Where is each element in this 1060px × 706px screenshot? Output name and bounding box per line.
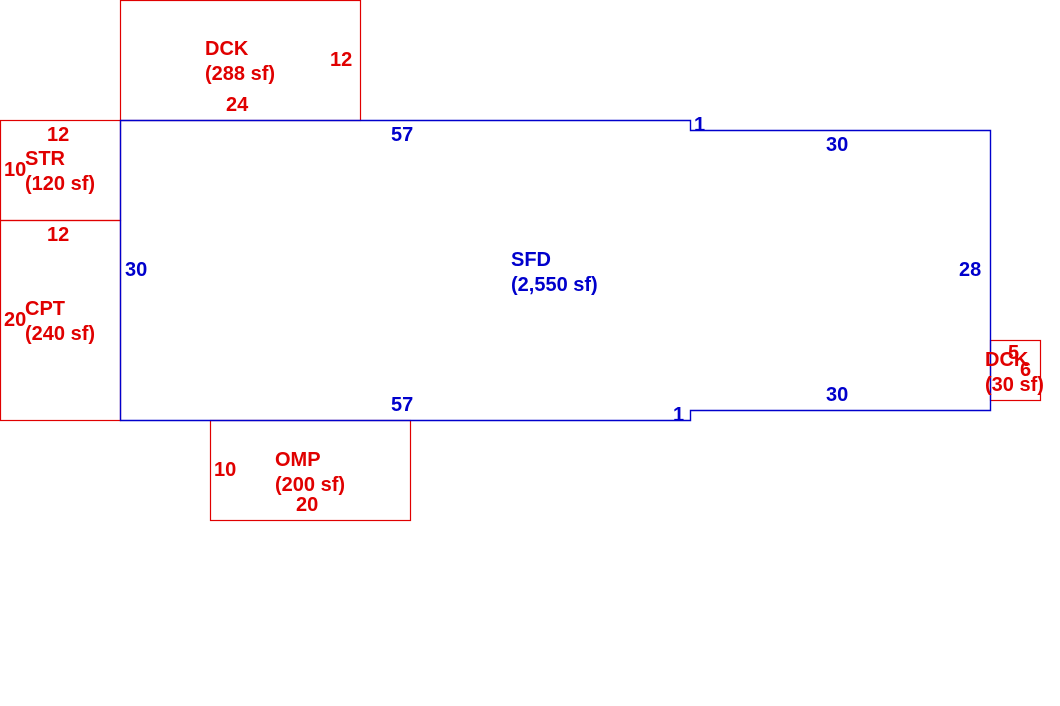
dck-top-depth-dimension: 12 [330, 49, 353, 71]
sfd-outline [119, 119, 992, 422]
dck-top-width-dimension: 24 [226, 94, 249, 116]
omp-area: (200 sf) [275, 474, 346, 496]
str-code: STR [25, 148, 65, 170]
cpt-depth-dimension: 20 [4, 309, 27, 331]
sfd-bottom-left-dimension: 57 [391, 394, 414, 416]
cpt-width-dimension: 12 [47, 224, 70, 246]
dck-right-label: DCK (30 sf) [985, 348, 1044, 398]
sfd-bottom-right-dimension: 30 [826, 384, 849, 406]
omp-depth-dimension: 10 [214, 459, 237, 481]
dck-top-code: DCK [205, 38, 249, 60]
cpt-area: (240 sf) [25, 323, 96, 345]
str-width-dimension: 12 [47, 124, 70, 146]
sfd-area: (2,550 sf) [511, 274, 598, 296]
dck-right-code: DCK [985, 349, 1029, 371]
omp-label: OMP (200 sf) [275, 448, 345, 498]
sfd-code: SFD [511, 249, 551, 271]
sfd-left-dimension: 30 [125, 259, 148, 281]
dck-right-depth-dimension: 6 [1020, 359, 1032, 381]
omp-code: OMP [275, 449, 321, 471]
dck-right-width-dimension: 5 [1008, 342, 1020, 364]
sfd-top-right-dimension: 30 [826, 134, 849, 156]
dck-top-label: DCK (288 sf) [205, 37, 275, 87]
sfd-label: SFD (2,550 sf) [511, 248, 598, 298]
str-depth-dimension: 10 [4, 159, 27, 181]
omp-width-dimension: 20 [296, 494, 319, 516]
cpt-code: CPT [25, 298, 65, 320]
str-label: STR (120 sf) [25, 147, 95, 197]
str-area: (120 sf) [25, 173, 96, 195]
sfd-bottom-jog-dimension: 1 [673, 404, 685, 426]
dck-top-area: (288 sf) [205, 63, 276, 85]
sfd-right-dimension: 28 [959, 259, 982, 281]
dck-right-area: (30 sf) [985, 374, 1044, 396]
sfd-top-jog-dimension: 1 [694, 114, 706, 136]
cpt-label: CPT (240 sf) [25, 297, 95, 347]
sfd-top-left-dimension: 57 [391, 124, 414, 146]
